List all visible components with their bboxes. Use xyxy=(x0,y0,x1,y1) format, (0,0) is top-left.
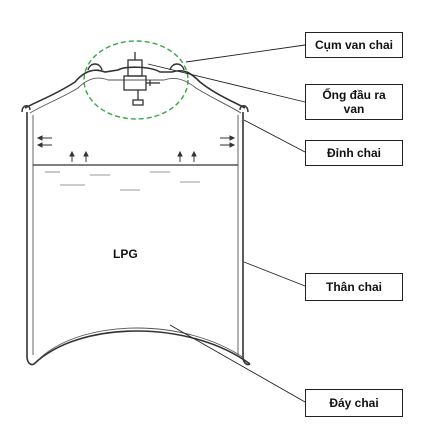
label-valve-outlet: Ống đầu ra van xyxy=(305,84,403,120)
bottom-dome xyxy=(33,330,251,365)
vapor-arrows xyxy=(36,135,236,162)
label-valve-outlet-line1: Ống đầu ra xyxy=(322,88,386,102)
label-top-head-text: Đỉnh chai xyxy=(326,146,381,160)
label-valve-outlet-line2: van xyxy=(343,102,365,116)
left-shroud-ring xyxy=(87,63,103,71)
right-seam xyxy=(239,105,249,113)
leader-lines xyxy=(147,44,306,403)
left-seam xyxy=(21,105,31,113)
content-label: LPG xyxy=(113,247,138,261)
valve-highlight-circle xyxy=(83,40,189,120)
label-body-text: Thân chai xyxy=(325,280,382,294)
top-head-outline xyxy=(24,66,246,109)
label-valve-assembly: Cụm van chai xyxy=(305,32,403,58)
label-bottom-text: Đáy chai xyxy=(329,396,379,410)
right-shroud-ring xyxy=(169,63,185,71)
label-top-head: Đỉnh chai xyxy=(305,140,403,166)
label-valve-assembly-text: Cụm van chai xyxy=(314,38,394,52)
left-wall xyxy=(26,112,35,366)
right-wall xyxy=(242,112,251,366)
label-bottom: Đáy chai xyxy=(305,389,403,417)
top-head-inner xyxy=(29,77,242,114)
liquid-ripples xyxy=(45,171,200,191)
valve-assembly xyxy=(123,52,160,106)
bottom-dome-inner xyxy=(39,327,245,359)
label-body: Thân chai xyxy=(305,273,403,301)
